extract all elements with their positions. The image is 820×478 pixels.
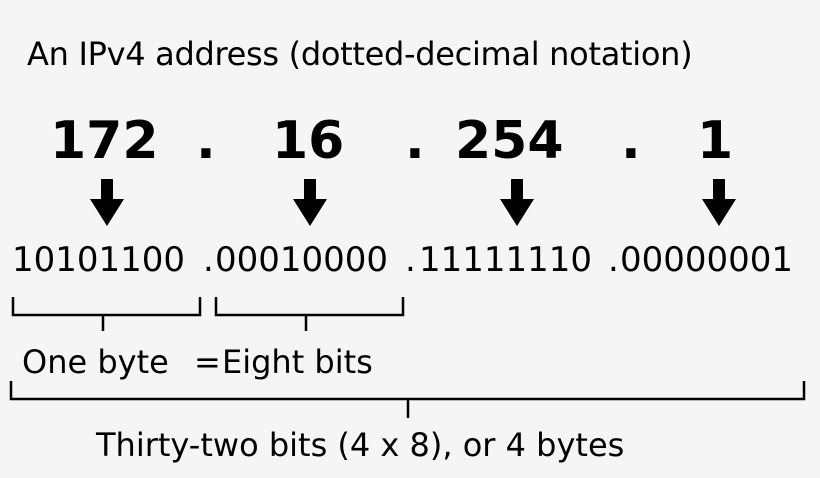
binary-dot-2: . <box>405 240 416 280</box>
down-arrow-icon <box>293 179 327 226</box>
decimal-dot-2: . <box>405 111 425 171</box>
decimal-octet-2: 16 <box>272 111 345 171</box>
down-arrow-icon <box>90 179 124 226</box>
decimal-dot-3: . <box>621 111 641 171</box>
byte-bracket-2 <box>214 297 405 331</box>
binary-dot-1: . <box>203 240 214 280</box>
eight-bits-label: Eight bits <box>222 343 373 381</box>
total-bracket <box>9 381 806 418</box>
down-arrow-icon <box>500 179 534 226</box>
decimal-octet-4: 1 <box>697 111 734 171</box>
equals-sign: = <box>194 343 221 381</box>
diagram-title: An IPv4 address (dotted-decimal notation… <box>27 35 693 73</box>
byte-bracket-1 <box>11 297 202 331</box>
total-bits-label: Thirty-two bits (4 x 8), or 4 bytes <box>96 426 625 464</box>
decimal-octet-1: 172 <box>50 111 159 171</box>
decimal-octet-3: 254 <box>455 111 564 171</box>
one-byte-label: One byte <box>22 343 169 381</box>
binary-dot-3: . <box>608 240 619 280</box>
down-arrow-icon <box>702 179 736 226</box>
binary-octet-1: 10101100 <box>12 240 186 280</box>
binary-octet-3: 11111110 <box>419 240 593 280</box>
binary-octet-4: 00000001 <box>620 240 794 280</box>
decimal-dot-1: . <box>196 111 216 171</box>
binary-octet-2: 00010000 <box>215 240 389 280</box>
